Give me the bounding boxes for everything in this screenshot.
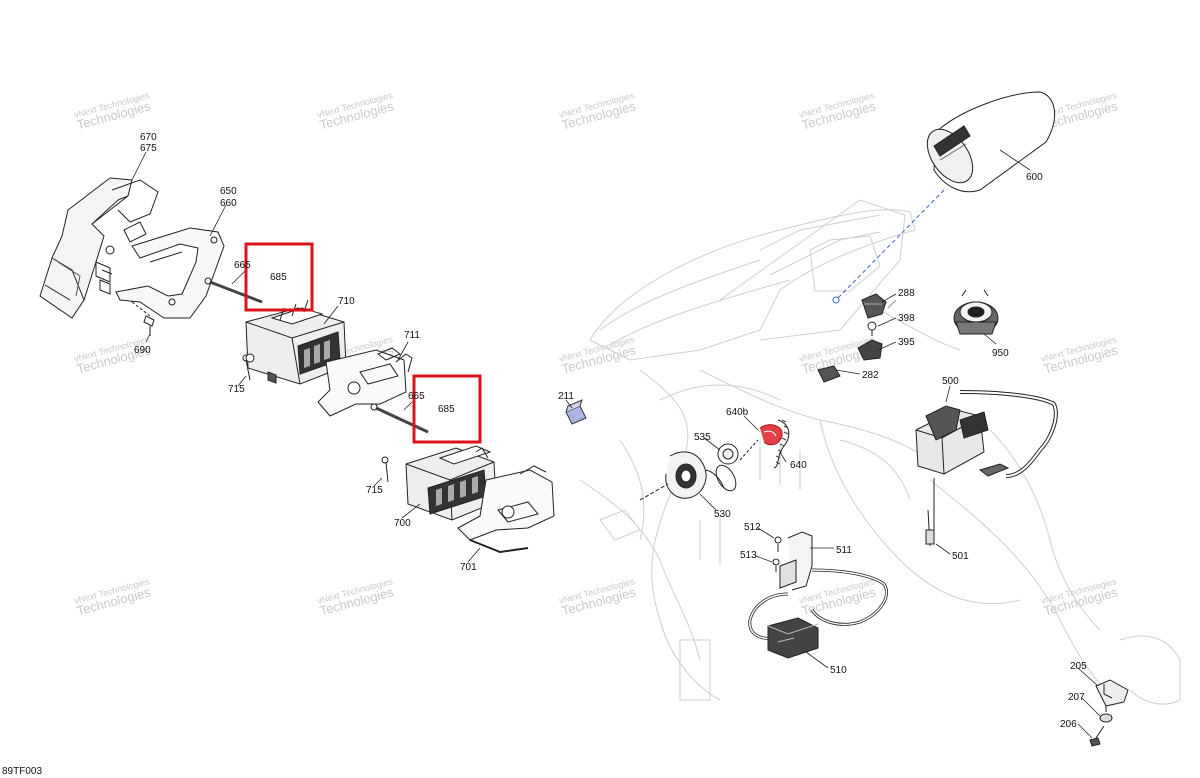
highlight-box-685-lower <box>412 374 482 444</box>
part-label: 665 <box>408 391 425 402</box>
part-label: 398 <box>898 313 915 324</box>
highlight-box-685-upper <box>244 242 314 312</box>
part-label: 675 <box>140 143 157 154</box>
part-label: 640b <box>726 407 749 418</box>
leader-lines <box>131 149 1101 739</box>
clip-211 <box>565 399 587 425</box>
part-label: 500 <box>942 376 959 387</box>
mount-bracket-assembly <box>748 531 888 659</box>
background-chassis-drawing <box>579 199 1181 705</box>
part-labels: 670 675 650 660 665 685 710 711 690 715 … <box>134 132 1087 730</box>
small-hardware-205-207-206 <box>1089 679 1129 747</box>
part-label: 513 <box>740 550 757 561</box>
part-label: 512 <box>744 522 761 533</box>
part-label: 288 <box>898 288 915 299</box>
part-label: 685 <box>270 272 287 283</box>
part-label: 950 <box>992 348 1009 359</box>
part-label: 711 <box>404 330 420 341</box>
part-label: 700 <box>394 518 411 529</box>
part-label: 530 <box>714 509 731 520</box>
part-label: 665 <box>234 260 251 271</box>
part-label: 395 <box>898 337 915 348</box>
part-label: 710 <box>338 296 355 307</box>
part-label: 535 <box>694 432 711 443</box>
part-label: 715 <box>366 485 383 496</box>
small-clips-group <box>817 293 897 383</box>
part-label: 670 <box>140 132 157 143</box>
part-label: 510 <box>830 665 847 676</box>
part-label: 600 <box>1026 172 1043 183</box>
part-label: 640 <box>790 460 807 471</box>
handlebar-bracket-assembly <box>39 177 225 336</box>
part-label: 701 <box>460 562 477 573</box>
part-label: 206 <box>1060 719 1077 730</box>
part-label: 660 <box>220 198 237 209</box>
cap-600 <box>832 91 1056 304</box>
part-label: 207 <box>1068 692 1085 703</box>
part-label: 205 <box>1070 661 1087 672</box>
part-label: 282 <box>862 370 879 381</box>
power-socket-950 <box>953 289 999 335</box>
diagram-reference-code: 89TF003 <box>2 766 43 777</box>
part-label: 511 <box>836 545 852 556</box>
part-label: 501 <box>952 551 969 562</box>
lower-control-module <box>405 445 555 554</box>
part-label: 211 <box>558 391 574 402</box>
part-label: 690 <box>134 345 151 356</box>
upper-control-module <box>245 299 413 417</box>
part-label: 715 <box>228 384 245 395</box>
part-label: 650 <box>220 186 237 197</box>
handle-assembly-500 <box>915 390 1058 547</box>
part-label: 685 <box>438 404 455 415</box>
tether-cable-assembly <box>639 419 790 501</box>
